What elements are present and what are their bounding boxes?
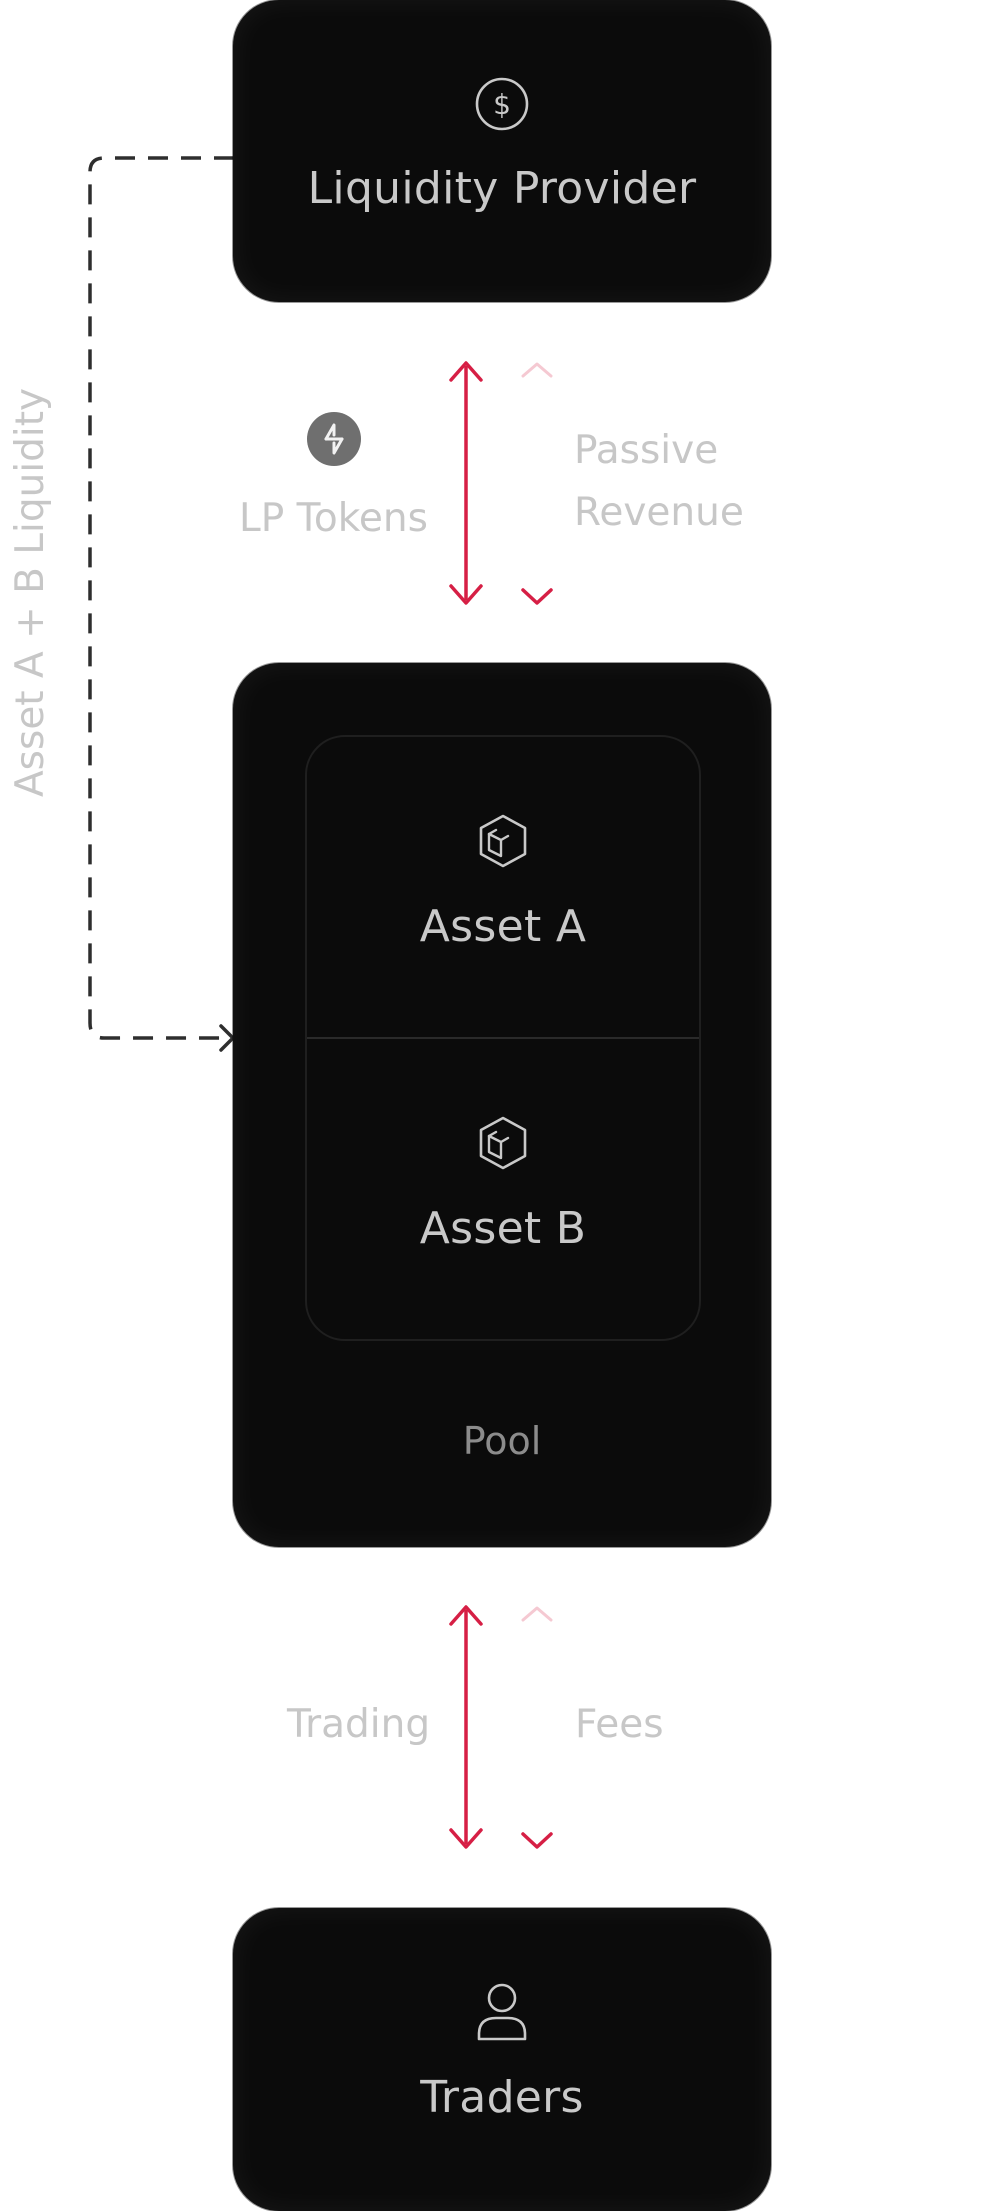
passive-revenue-arrow — [521, 362, 553, 605]
side-flow-label: Asset A + B Liquidity — [8, 387, 53, 797]
liquidity-provider-node: $ Liquidity Provider — [233, 0, 771, 302]
passive-revenue-label-line1: Passive — [574, 428, 719, 473]
pool-label: Pool — [462, 1419, 542, 1463]
liquidity-provider-label: Liquidity Provider — [307, 163, 697, 214]
lp-token-icon — [306, 411, 362, 471]
passive-revenue-label-line2: Revenue — [574, 490, 744, 535]
traders-node: Traders — [233, 1908, 771, 2211]
asset-a-cell: Asset A — [307, 737, 699, 1037]
person-icon — [476, 1982, 528, 2046]
lp-tokens-arrow — [449, 361, 483, 605]
fees-label: Fees — [575, 1702, 664, 1747]
pool-assets-container: Asset A Asset B — [305, 735, 701, 1341]
dollar-circle-icon: $ — [474, 76, 530, 136]
asset-b-cell: Asset B — [307, 1039, 699, 1339]
asset-divider — [307, 1037, 699, 1039]
fees-arrow — [521, 1606, 553, 1849]
asset-a-label: Asset A — [419, 901, 587, 952]
trading-arrow — [449, 1605, 483, 1849]
pool-node: Asset A Asset B Pool — [233, 663, 771, 1547]
asset-b-label: Asset B — [419, 1203, 587, 1254]
traders-label: Traders — [420, 2072, 584, 2123]
trading-label: Trading — [287, 1702, 431, 1747]
cube-icon — [477, 813, 529, 873]
side-flow-dashed-line — [88, 156, 235, 1052]
cube-icon — [477, 1115, 529, 1175]
lp-tokens-label: LP Tokens — [239, 496, 428, 541]
svg-text:$: $ — [493, 88, 511, 121]
